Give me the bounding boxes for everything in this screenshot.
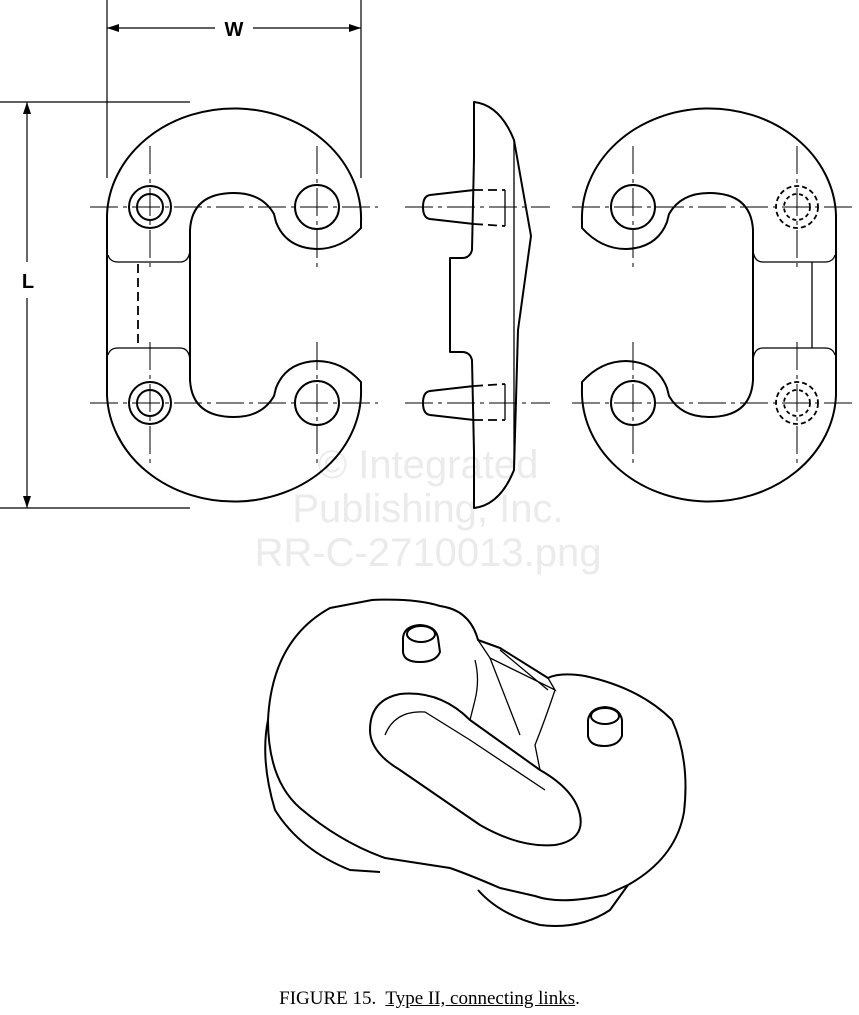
dimension-w: W — [106, 0, 362, 178]
pin-hole-icon — [610, 380, 656, 426]
watermark-line-1: © Integrated — [318, 443, 539, 487]
pin-hole-icon — [610, 184, 656, 230]
length-label: L — [22, 271, 34, 293]
side-view — [405, 101, 550, 509]
pin-icon — [402, 624, 441, 663]
watermark: © Integrated Publishing, Inc. RR-C-27100… — [255, 443, 602, 575]
watermark-line-3: RR-C-2710013.png — [255, 531, 602, 575]
isometric-view — [264, 598, 687, 927]
caption-period: . — [575, 988, 580, 1009]
dimension-l: L — [0, 101, 190, 509]
watermark-line-2: Publishing, Inc. — [292, 487, 563, 531]
caption-title: Type II, connecting links — [385, 988, 576, 1009]
rear-view — [572, 107, 855, 503]
front-view — [90, 107, 378, 503]
pin-icon — [587, 706, 623, 747]
caption-number: FIGURE 15. — [279, 988, 377, 1009]
width-label: W — [225, 19, 244, 41]
figure-caption: FIGURE 15. Type II, connecting links. — [0, 988, 859, 1010]
